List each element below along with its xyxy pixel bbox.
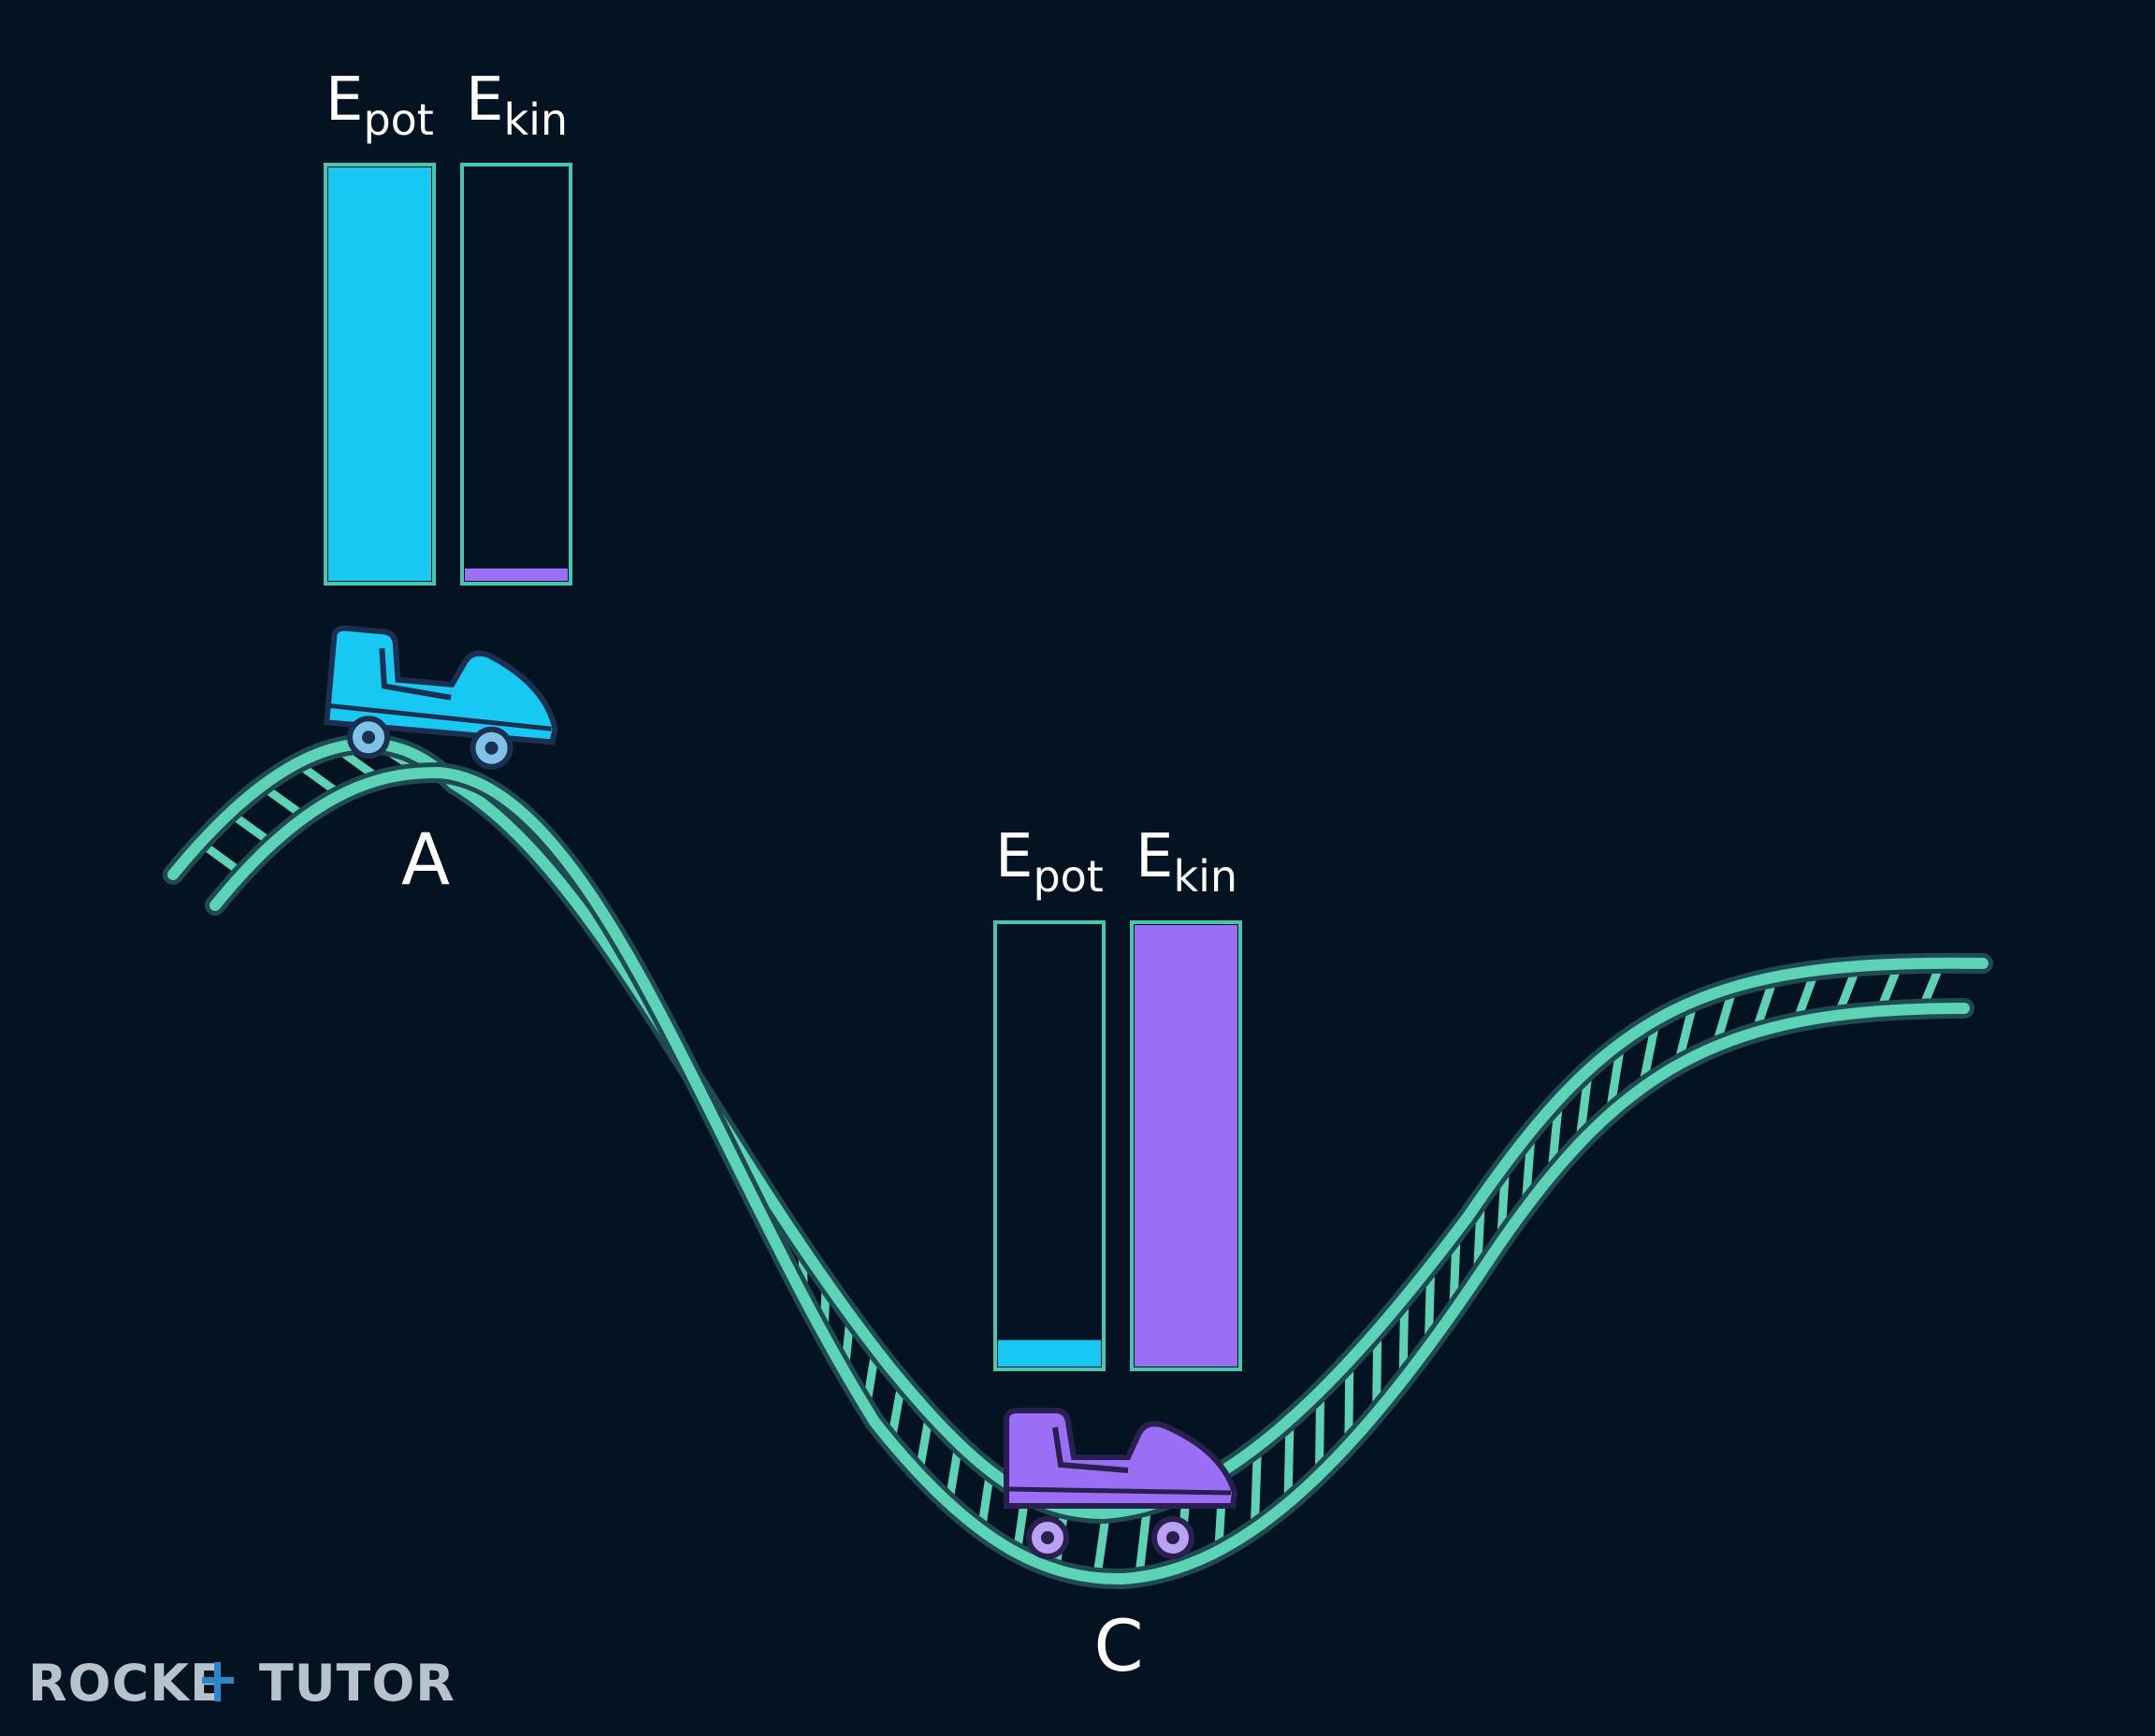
track-tie bbox=[1250, 1446, 1262, 1529]
wheel-a1 bbox=[347, 716, 391, 760]
logo-plus-icon bbox=[202, 1662, 234, 1701]
epot-sub-c: pot bbox=[1033, 851, 1103, 902]
ekin-base-a: E bbox=[466, 65, 503, 135]
epot-bar-fill-a bbox=[328, 167, 431, 581]
point-a-group: Epot Ekin A bbox=[324, 65, 572, 901]
ekin-base-c: E bbox=[1135, 822, 1173, 891]
cart-a bbox=[324, 625, 558, 770]
track-tie bbox=[1135, 1505, 1152, 1578]
logo-part-2: TUTO bbox=[259, 1654, 415, 1713]
point-label-c: C bbox=[1093, 1604, 1143, 1687]
ekin-sub-c: kin bbox=[1173, 851, 1237, 902]
point-label-a: A bbox=[401, 817, 450, 901]
ekin-label-c: Ekin bbox=[1135, 822, 1237, 902]
epot-label-a: Epot bbox=[325, 65, 434, 145]
logo-text: ROCKE TUTOR bbox=[28, 1654, 456, 1713]
epot-sub-a: pot bbox=[363, 94, 433, 145]
epot-bar-fill-c bbox=[998, 1339, 1101, 1367]
epot-bar-frame-a bbox=[324, 163, 436, 586]
cart-body-c bbox=[1004, 1408, 1238, 1509]
rail-lower bbox=[210, 766, 1970, 1585]
wheel-c2 bbox=[1151, 1516, 1194, 1559]
logo: ROCKE TUTOR bbox=[28, 1654, 456, 1713]
ekin-bar-frame-c bbox=[1130, 920, 1242, 1371]
epot-base-c: E bbox=[995, 822, 1033, 891]
logo-part-3: R bbox=[415, 1654, 456, 1713]
ekin-sub-a: kin bbox=[503, 94, 568, 145]
ekin-label-a: Ekin bbox=[466, 65, 568, 145]
cart-c bbox=[1004, 1408, 1238, 1559]
epot-label-c: Epot bbox=[995, 822, 1104, 902]
cart-stripe-c bbox=[1007, 1486, 1232, 1496]
cart-stripe-a bbox=[329, 703, 552, 731]
ekin-bar-fill-a bbox=[465, 568, 568, 581]
cart-seat-a bbox=[379, 647, 452, 701]
epot-bar-frame-c bbox=[993, 920, 1106, 1371]
wheel-c1 bbox=[1026, 1516, 1069, 1559]
epot-base-a: E bbox=[325, 65, 363, 135]
logo-part-1: ROCKE bbox=[28, 1654, 225, 1713]
wheel-a2 bbox=[470, 726, 513, 770]
ekin-bar-fill-c bbox=[1135, 925, 1237, 1367]
ekin-bar-frame-a bbox=[460, 163, 572, 586]
cart-seat-c bbox=[1052, 1426, 1129, 1473]
point-c-group: Epot Ekin C bbox=[993, 822, 1242, 1687]
track-tie bbox=[1092, 1512, 1111, 1579]
